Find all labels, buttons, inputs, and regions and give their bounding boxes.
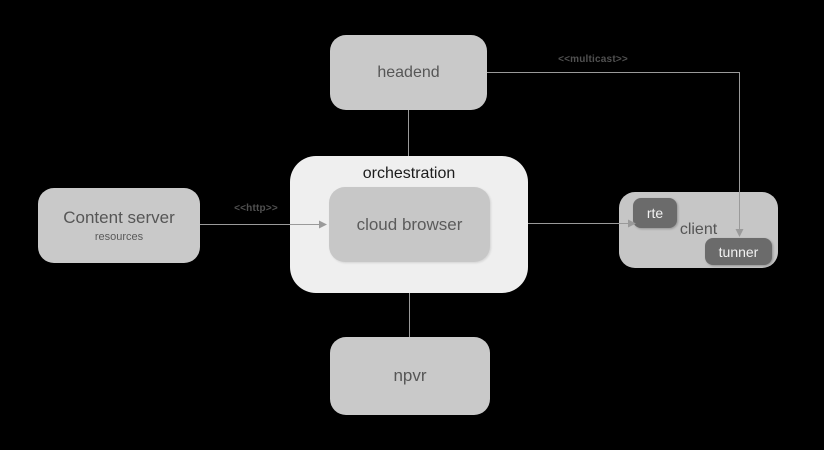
cloud-browser-label: cloud browser — [356, 214, 463, 234]
cloud-browser-node: cloud browser — [329, 187, 490, 262]
content-server-sublabel: resources — [94, 231, 144, 243]
orchestration-label: orchestration — [362, 165, 456, 182]
tunner-component: tunner — [705, 238, 772, 265]
headend-node: headend — [330, 35, 487, 110]
npvr-node: npvr — [330, 337, 490, 415]
rte-label: rte — [646, 205, 664, 221]
edge-label-multicast: <<multicast>> — [558, 54, 628, 65]
npvr-label: npvr — [393, 366, 427, 385]
content-server-label: Content server — [63, 208, 175, 227]
content-server-node: Content server resources — [38, 188, 200, 263]
tunner-label: tunner — [718, 243, 759, 260]
rte-component: rte — [633, 198, 677, 228]
client-label: client — [679, 221, 718, 238]
headend-label: headend — [377, 63, 440, 81]
edge-label-http: <<http>> — [234, 203, 278, 214]
